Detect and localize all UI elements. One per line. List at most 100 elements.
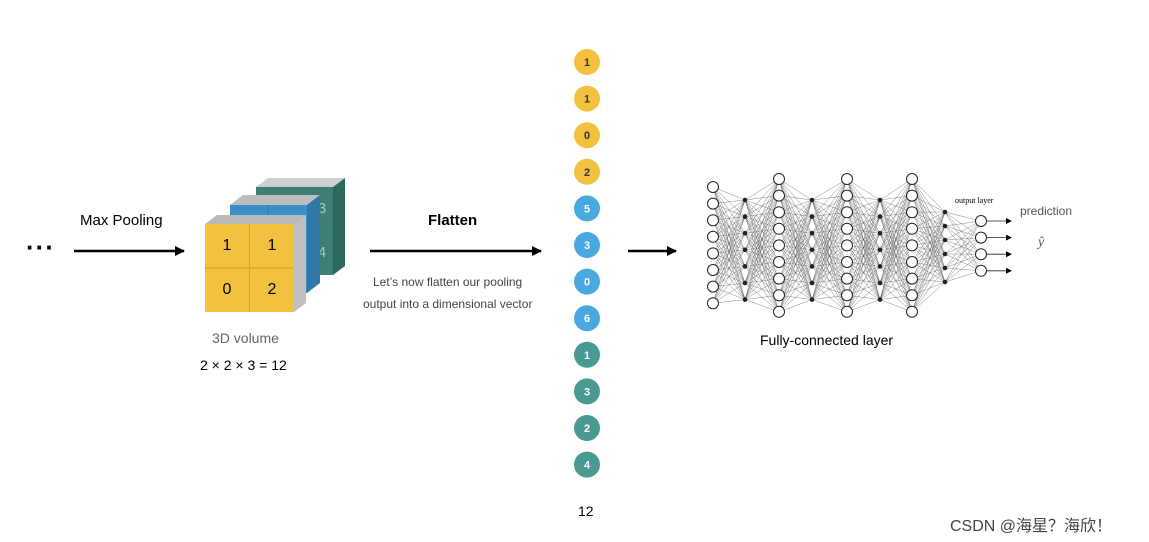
network-neuron bbox=[742, 247, 748, 253]
network-edge bbox=[744, 178, 780, 217]
network-edge bbox=[911, 211, 946, 246]
network-edge bbox=[879, 261, 913, 300]
network-edge bbox=[811, 299, 848, 312]
network-neuron bbox=[841, 206, 853, 219]
network-edge bbox=[911, 211, 946, 296]
vector-length-label: 12 bbox=[578, 503, 594, 519]
network-neuron bbox=[742, 280, 748, 286]
network-edge bbox=[911, 195, 946, 241]
network-edge bbox=[846, 199, 881, 246]
vector-element-value: 3 bbox=[584, 386, 590, 398]
network-edge bbox=[944, 267, 982, 271]
network-edge bbox=[911, 211, 946, 279]
network-neuron bbox=[773, 289, 785, 302]
prediction-label: prediction bbox=[1020, 204, 1073, 218]
network-neuron bbox=[707, 197, 719, 210]
network-neuron bbox=[707, 247, 719, 260]
cube-back-value: 3 bbox=[318, 200, 326, 217]
network-edge bbox=[879, 178, 913, 300]
network-edge bbox=[712, 199, 746, 254]
network-neuron bbox=[975, 215, 987, 227]
vector-element-value: 1 bbox=[584, 350, 590, 362]
network-edge bbox=[911, 212, 946, 255]
network-edge bbox=[778, 249, 813, 312]
vector-element-value: 6 bbox=[584, 313, 590, 325]
network-edge bbox=[744, 299, 780, 312]
network-neuron bbox=[942, 209, 948, 215]
network-edge bbox=[879, 245, 913, 300]
network-edge bbox=[712, 199, 746, 271]
network-neuron bbox=[742, 214, 748, 219]
network-edge bbox=[911, 228, 946, 269]
network-neuron bbox=[877, 214, 883, 219]
network-edge bbox=[846, 282, 881, 312]
network-edge bbox=[911, 195, 946, 269]
network-edge bbox=[911, 239, 946, 296]
vector-element-value: 1 bbox=[584, 57, 590, 69]
network-edge bbox=[712, 249, 746, 304]
vector-element-circle bbox=[574, 451, 600, 478]
network-neuron bbox=[906, 272, 918, 285]
vector-element-value: 0 bbox=[584, 277, 590, 289]
network-edge bbox=[944, 237, 982, 255]
network-edge bbox=[911, 239, 946, 279]
network-edge bbox=[778, 199, 813, 246]
network-neuron bbox=[707, 181, 719, 193]
network-edge bbox=[911, 267, 946, 296]
network-neuron bbox=[841, 305, 853, 318]
network-edge bbox=[944, 211, 982, 255]
vector-element-circle bbox=[574, 415, 600, 441]
network-edge bbox=[846, 199, 881, 279]
network-neuron bbox=[942, 279, 948, 285]
network-edge bbox=[944, 225, 982, 271]
network-edge bbox=[778, 178, 813, 201]
network-edge bbox=[911, 211, 946, 229]
vector-element-circle bbox=[574, 122, 600, 149]
network-neuron bbox=[906, 206, 918, 219]
network-neuron bbox=[809, 264, 815, 269]
vector-element-value: 1 bbox=[584, 94, 590, 106]
network-edge bbox=[911, 225, 946, 263]
network-edge bbox=[911, 267, 946, 312]
network-neuron bbox=[742, 264, 748, 269]
network-neuron bbox=[809, 297, 815, 302]
network-edge bbox=[744, 178, 780, 234]
network-edge bbox=[911, 178, 946, 241]
network-neuron bbox=[773, 222, 785, 235]
vector-element-value: 5 bbox=[584, 203, 590, 215]
network-edge bbox=[911, 212, 946, 283]
network-neuron bbox=[906, 239, 918, 252]
network-neuron bbox=[906, 289, 918, 302]
network-edge bbox=[811, 178, 848, 267]
network-neuron bbox=[877, 280, 883, 286]
cube-back-value: 4 bbox=[318, 244, 326, 261]
network-edge bbox=[944, 211, 982, 222]
network-edge bbox=[911, 281, 946, 312]
fully-connected-network bbox=[707, 173, 1012, 318]
network-neuron bbox=[742, 297, 748, 302]
network-edge bbox=[911, 261, 946, 283]
network-edge bbox=[879, 178, 913, 234]
network-neuron bbox=[877, 264, 883, 269]
network-edge bbox=[879, 178, 913, 201]
network-neuron bbox=[707, 297, 719, 310]
vector-element-value: 2 bbox=[584, 167, 590, 179]
network-edge bbox=[879, 178, 913, 217]
network-neuron bbox=[877, 247, 883, 253]
vector-element-value: 2 bbox=[584, 423, 590, 435]
network-edge bbox=[944, 225, 982, 238]
network-edge bbox=[879, 178, 913, 250]
vector-element-circle bbox=[574, 268, 600, 295]
network-edge bbox=[712, 233, 746, 304]
network-edge bbox=[944, 220, 982, 227]
network-edge bbox=[944, 211, 982, 271]
continuation-ellipsis: ··· bbox=[26, 232, 55, 262]
network-edge bbox=[944, 254, 982, 269]
network-edge bbox=[778, 199, 813, 279]
network-edge bbox=[944, 220, 982, 269]
network-neuron bbox=[773, 239, 785, 252]
vector-element-circle bbox=[574, 158, 600, 185]
network-neuron bbox=[841, 239, 853, 252]
